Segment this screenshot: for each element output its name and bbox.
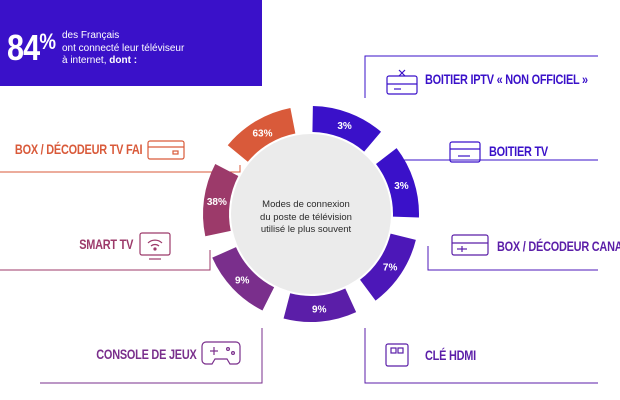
center-line-2: du poste de télévision xyxy=(260,211,352,223)
guide-line-canal xyxy=(427,246,598,271)
label-canal: BOX / DÉCODEUR CANAL xyxy=(497,238,620,254)
guide-lines xyxy=(0,55,598,384)
label-console: CONSOLE DE JEUX xyxy=(96,346,197,362)
gamepad-icon xyxy=(201,341,241,365)
tv-box-icon xyxy=(449,141,481,163)
headline-line-3: à internet, dont : xyxy=(62,55,184,68)
label-iptv: BOITIER IPTV « NON OFFICIEL » xyxy=(425,71,588,87)
headline-line-3-regular: à internet, xyxy=(62,55,110,66)
center-line-3: utilisé le plus souvent xyxy=(260,224,352,235)
guide-line-console xyxy=(40,328,263,384)
center-circle xyxy=(231,134,391,294)
value-label-1: 3% xyxy=(394,181,409,192)
ring-segment-6 xyxy=(227,107,296,162)
value-label-4: 9% xyxy=(235,275,250,286)
guide-line-fai xyxy=(0,165,241,173)
headline-stat: 84% xyxy=(7,27,56,68)
ring-segment-2 xyxy=(360,233,416,301)
chart-center-caption: Modes de connexion du poste de télévisio… xyxy=(239,199,373,237)
headline-line-2: ont connecté leur téléviseur xyxy=(62,42,185,54)
headline-stat-unit: % xyxy=(39,29,56,54)
headline-line-1: des Français xyxy=(62,30,120,41)
value-label-2: 7% xyxy=(383,263,398,274)
guide-line-smart-tv xyxy=(0,250,211,271)
label-boitier-tv: BOITIER TV xyxy=(489,143,548,159)
label-fai: BOX / DÉCODEUR TV FAI xyxy=(14,141,143,157)
headline-text: des Français ont connecté leur téléviseu… xyxy=(62,30,184,68)
value-label-5: 38% xyxy=(207,197,227,208)
center-line-1: Modes de connexion xyxy=(262,199,350,210)
value-label-0: 3% xyxy=(337,121,352,132)
ring-segment-0 xyxy=(312,106,382,152)
guide-line-hdmi xyxy=(364,328,598,384)
label-smart-tv: SMART TV xyxy=(79,236,133,252)
ring-segment-5 xyxy=(203,164,239,237)
iptv-box-icon xyxy=(386,69,418,95)
wifi-tv-icon xyxy=(139,232,171,260)
ring-segment-4 xyxy=(212,247,275,311)
headline-line-3-bold: dont : xyxy=(109,55,138,66)
ring-segment-1 xyxy=(375,148,419,218)
ring-segment-3 xyxy=(283,288,357,322)
value-label-6: 63% xyxy=(252,128,272,139)
label-hdmi: CLÉ HDMI xyxy=(425,347,476,363)
headline-banner: 84% des Français ont connecté leur télév… xyxy=(0,0,262,86)
guide-line-iptv xyxy=(364,55,598,98)
value-label-3: 9% xyxy=(312,305,327,316)
headline-stat-value: 84 xyxy=(7,27,40,68)
hdmi-key-icon xyxy=(385,343,409,367)
router-box-icon xyxy=(147,140,185,160)
canal-decoder-icon xyxy=(451,234,489,256)
ring-segments: 3% 3% 7% 9% 9% 38% 63% xyxy=(203,106,419,322)
